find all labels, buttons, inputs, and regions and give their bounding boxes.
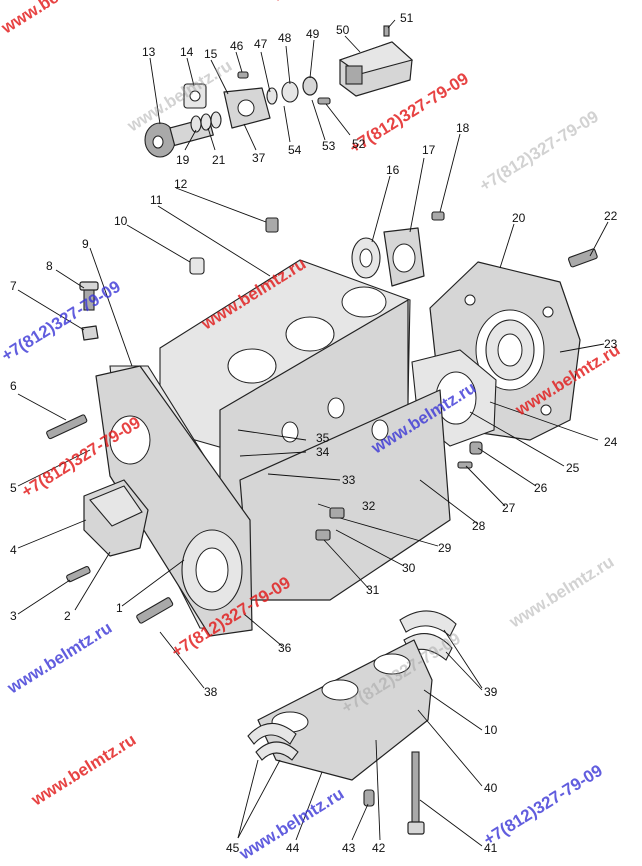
housing-15 [223,87,271,129]
bolt-53 [317,97,331,105]
callout-6: 6 [10,379,17,393]
callout-45: 45 [226,841,240,855]
callout-21: 21 [212,153,226,167]
bolt-18 [431,211,445,221]
watermark-site: www.belmtz.ru [0,0,109,38]
callout-54: 54 [288,143,302,157]
callout-52: 52 [352,137,366,151]
callout-29: 29 [438,541,452,555]
main-bearing-caps-44 [257,639,433,781]
callout-15: 15 [204,47,218,61]
callout-36: 36 [278,641,292,655]
plug-32 [329,507,345,519]
callout-43: 43 [342,841,356,855]
callout-47: 47 [254,37,268,51]
watermark-site: www.belmtz.ru [267,0,379,6]
callout-40: 40 [484,781,498,795]
leader-lines [17,19,609,847]
callout-33: 33 [342,473,356,487]
callout-41: 41 [484,841,498,855]
callout-31: 31 [366,583,380,597]
callout-labels: 1 2 3 4 5 6 7 8 9 10 11 12 13 14 15 16 1… [10,11,618,855]
callout-10-lower: 10 [484,723,498,737]
watermark-site: www.belmtz.ru [27,730,139,810]
pin-27 [457,461,473,469]
callout-10: 10 [114,214,128,228]
callout-19: 19 [176,153,190,167]
bearing-shells-45 [247,722,299,761]
bolt-6 [46,414,88,440]
callout-16: 16 [386,163,400,177]
small-bolt-46 [237,71,249,79]
callout-23: 23 [604,337,618,351]
callout-38: 38 [204,685,218,699]
callout-28: 28 [472,519,486,533]
nut-7 [81,325,99,341]
callout-4: 4 [10,543,17,557]
callout-48: 48 [278,31,292,45]
callout-27: 27 [502,501,516,515]
callout-53: 53 [322,139,336,153]
watermark-site: www.belmtz.ru [505,552,617,632]
callout-24: 24 [604,435,618,449]
gasket-14 [183,83,207,109]
gasket-16 [351,237,381,279]
callout-12: 12 [174,177,188,191]
dowel-sleeve-10 [189,257,205,275]
callout-20: 20 [512,211,526,225]
cylinder-block [159,259,451,601]
bolt-26 [469,441,483,455]
callout-44: 44 [286,841,300,855]
callout-7: 7 [10,279,17,293]
plug-12 [265,217,279,233]
callout-49: 49 [306,27,320,41]
bolt-8 [79,281,99,311]
callout-22: 22 [604,209,618,223]
callout-2: 2 [64,609,71,623]
callout-18: 18 [456,121,470,135]
callout-26: 26 [534,481,548,495]
callout-1: 1 [116,601,123,615]
callout-39: 39 [484,685,498,699]
callout-34: 34 [316,445,330,459]
callout-3: 3 [10,609,17,623]
callout-37: 37 [252,151,266,165]
bearing-shells-39 [399,610,457,661]
front-plate-1 [95,365,253,637]
bolt-3 [66,565,91,583]
watermark-phone: +7(812)327-79-09 [480,761,606,849]
watermark-site: www.belmtz.ru [3,618,115,698]
shaft-seals-19-21-37 [190,111,222,133]
screw-51 [383,25,390,37]
dowel-43 [363,789,375,807]
bolt-38 [136,597,174,624]
callout-51: 51 [400,11,414,25]
callout-9: 9 [82,237,89,251]
callout-14: 14 [180,45,194,59]
callout-50: 50 [336,23,350,37]
callout-8: 8 [46,259,53,273]
watermark-phone: +7(812)327-79-09 [476,107,602,195]
callout-5: 5 [10,481,17,495]
callout-35: 35 [316,431,330,445]
oil-pump-50 [338,41,414,97]
cover-4 [83,479,149,557]
stud-22 [568,248,598,268]
callout-11: 11 [150,193,163,207]
callout-30: 30 [402,561,416,575]
callout-25: 25 [566,461,580,475]
callout-17: 17 [422,143,436,157]
callout-32: 32 [362,499,376,513]
flange-17 [383,227,425,287]
callout-46: 46 [230,39,244,53]
cap-bolt-41 [407,751,425,835]
callout-42: 42 [372,841,386,855]
callout-13: 13 [142,45,156,59]
rings-47-48-49 [266,76,318,105]
plug-31 [315,529,331,541]
